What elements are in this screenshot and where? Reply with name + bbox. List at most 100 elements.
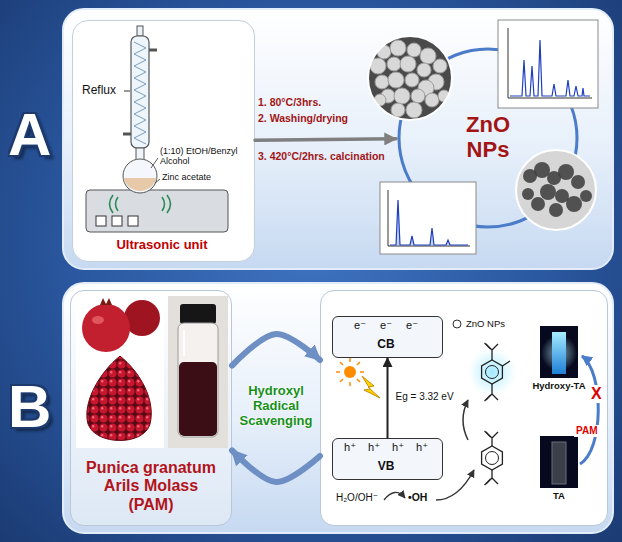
fluorescence-cuvette [552,332,566,374]
tem-image [516,150,596,230]
sem-image [368,36,452,120]
ultrasonic-bath [96,216,106,226]
reflux-condenser [134,42,146,144]
round-flask [123,148,160,193]
sem-image [425,93,439,107]
pomegranate-photo [82,304,130,352]
hydroxy-ta-molecule [485,343,511,401]
reaction-arrow [436,470,474,500]
sem-image [433,59,447,73]
inhibitor-label: PAM [574,425,599,437]
tem-image [571,175,585,189]
edge-label: Eg = 3.32 eV [394,391,456,403]
fluorescence-cuvette [540,326,578,378]
step-label: 2. Washing/drying [258,112,348,124]
mechanism-panel: e⁻e⁻e⁻CBh⁺h⁺h⁺h⁺VBHydroxy-TATAXPAMH₂O/OH… [320,290,608,526]
ta-molecule [482,446,503,470]
part-label: (1:10) EtOH/Benzyl Alcohol [160,146,248,167]
charge-carrier: e⁻ [402,319,422,332]
extract-label: Punica granatum Arils Molass (PAM) [81,459,221,514]
light-source [336,358,380,398]
ultrasonic-bath [110,195,171,213]
pomegranate-photo [100,298,112,305]
species-label: H₂O/OH⁻ [336,492,378,504]
legend-sample [453,320,461,328]
panel-letter: B [8,372,51,441]
flow-arrow [387,358,389,438]
sem-image [388,72,404,88]
sem-image [406,102,422,118]
sem-image [368,36,452,120]
charge-carrier: e⁻ [350,319,370,332]
sem-image [394,88,410,104]
ta-molecule [485,431,499,485]
sample-label: Hydroxy-TA [529,381,589,392]
band-box: h⁺h⁺h⁺h⁺VB [332,438,443,480]
tem-image [516,150,596,230]
reflux-condenser [123,50,157,134]
light-source [336,358,364,386]
molasses-jar [180,304,216,324]
sem-image [368,36,452,120]
band-box: e⁻e⁻e⁻CB [332,316,443,358]
ultrasonic-bath [86,190,228,232]
tem-image [516,150,596,230]
pomegranate-photo [76,296,164,448]
edx-spectrum [380,182,476,254]
sem-image [411,89,425,103]
sem-image [420,48,436,64]
sem-image [368,36,452,120]
tem-image [566,196,582,212]
molasses-jar [179,362,217,436]
process-label: Hydroxyl Radical Scavenging [231,384,321,429]
xrd-pattern [498,20,598,108]
fluorescence-cuvette [552,442,566,484]
legend-sample [452,319,462,329]
charge-carrier: h⁺ [364,441,384,454]
light-source [344,366,356,378]
sem-image [390,40,406,56]
ultrasonic-bath [128,216,138,226]
xrd-pattern [510,40,590,96]
pomegranate-photo [87,356,151,441]
part-label: Reflux [82,84,116,98]
round-flask [155,179,160,183]
round-flask [151,158,158,168]
reaction-arrow [384,492,405,500]
legend-text: ZnO NPs [466,319,505,330]
charge-carrier: h⁺ [388,441,408,454]
reflux-condenser [137,26,143,36]
ultrasonic-bath [112,216,122,226]
material-label: ZnO NPs [448,112,528,163]
flow-arrow [232,450,320,482]
ultrasonic-bath [86,190,228,232]
edx-spectrum [380,182,476,254]
pomegranate-photo [76,296,164,448]
sample-label: TA [529,491,589,502]
light-source [362,376,380,398]
ta-molecule [486,452,499,465]
block-mark: X [589,385,604,403]
step-label: 3. 420°C/2hrs. calcination [258,150,394,162]
fluorescence-cuvette [540,326,578,488]
round-flask [123,159,157,193]
sem-image [417,63,431,77]
charge-carrier: e⁻ [376,319,396,332]
tem-image [540,184,556,200]
xrd-pattern [498,20,598,108]
legend: ZnO NPs [452,319,505,330]
sem-image [370,40,450,118]
sem-image [407,43,421,57]
xrd-pattern [508,28,592,98]
sem-image [400,56,416,72]
reflux-condenser [124,91,130,92]
tem-image [558,164,574,180]
hydroxy-ta-molecule [482,360,503,384]
reflux-condenser [131,36,149,148]
blocked-arrow [580,356,598,464]
sem-image [387,57,401,71]
apparatus-title: Ultrasonic unit [73,238,251,253]
band-label: VB [333,460,439,474]
tem-image [549,203,563,217]
